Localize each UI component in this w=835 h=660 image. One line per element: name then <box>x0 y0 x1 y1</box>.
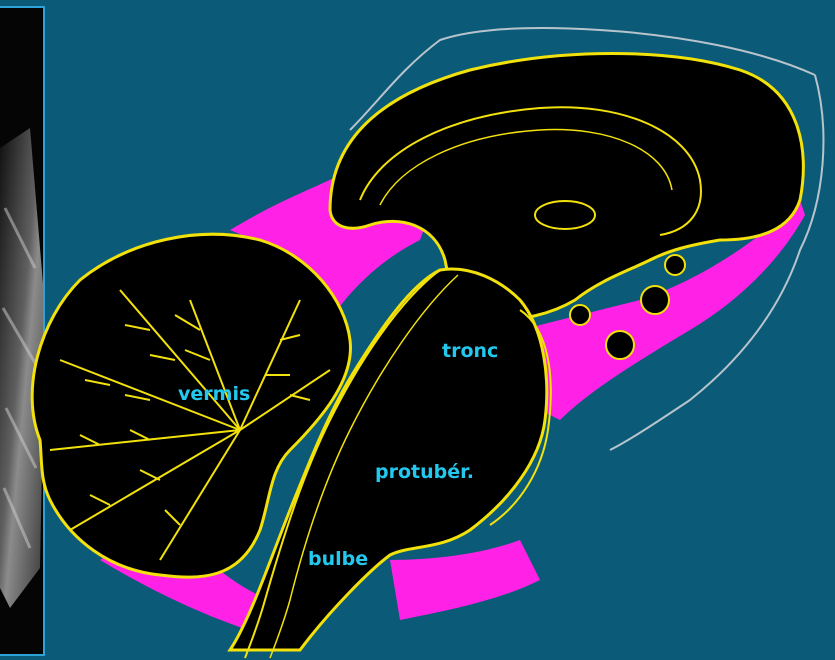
label-tronc: tronc <box>442 340 498 362</box>
label-vermis: vermis <box>178 383 250 405</box>
label-protuberance: protubér. <box>375 461 474 483</box>
label-bulbe: bulbe <box>308 548 368 570</box>
